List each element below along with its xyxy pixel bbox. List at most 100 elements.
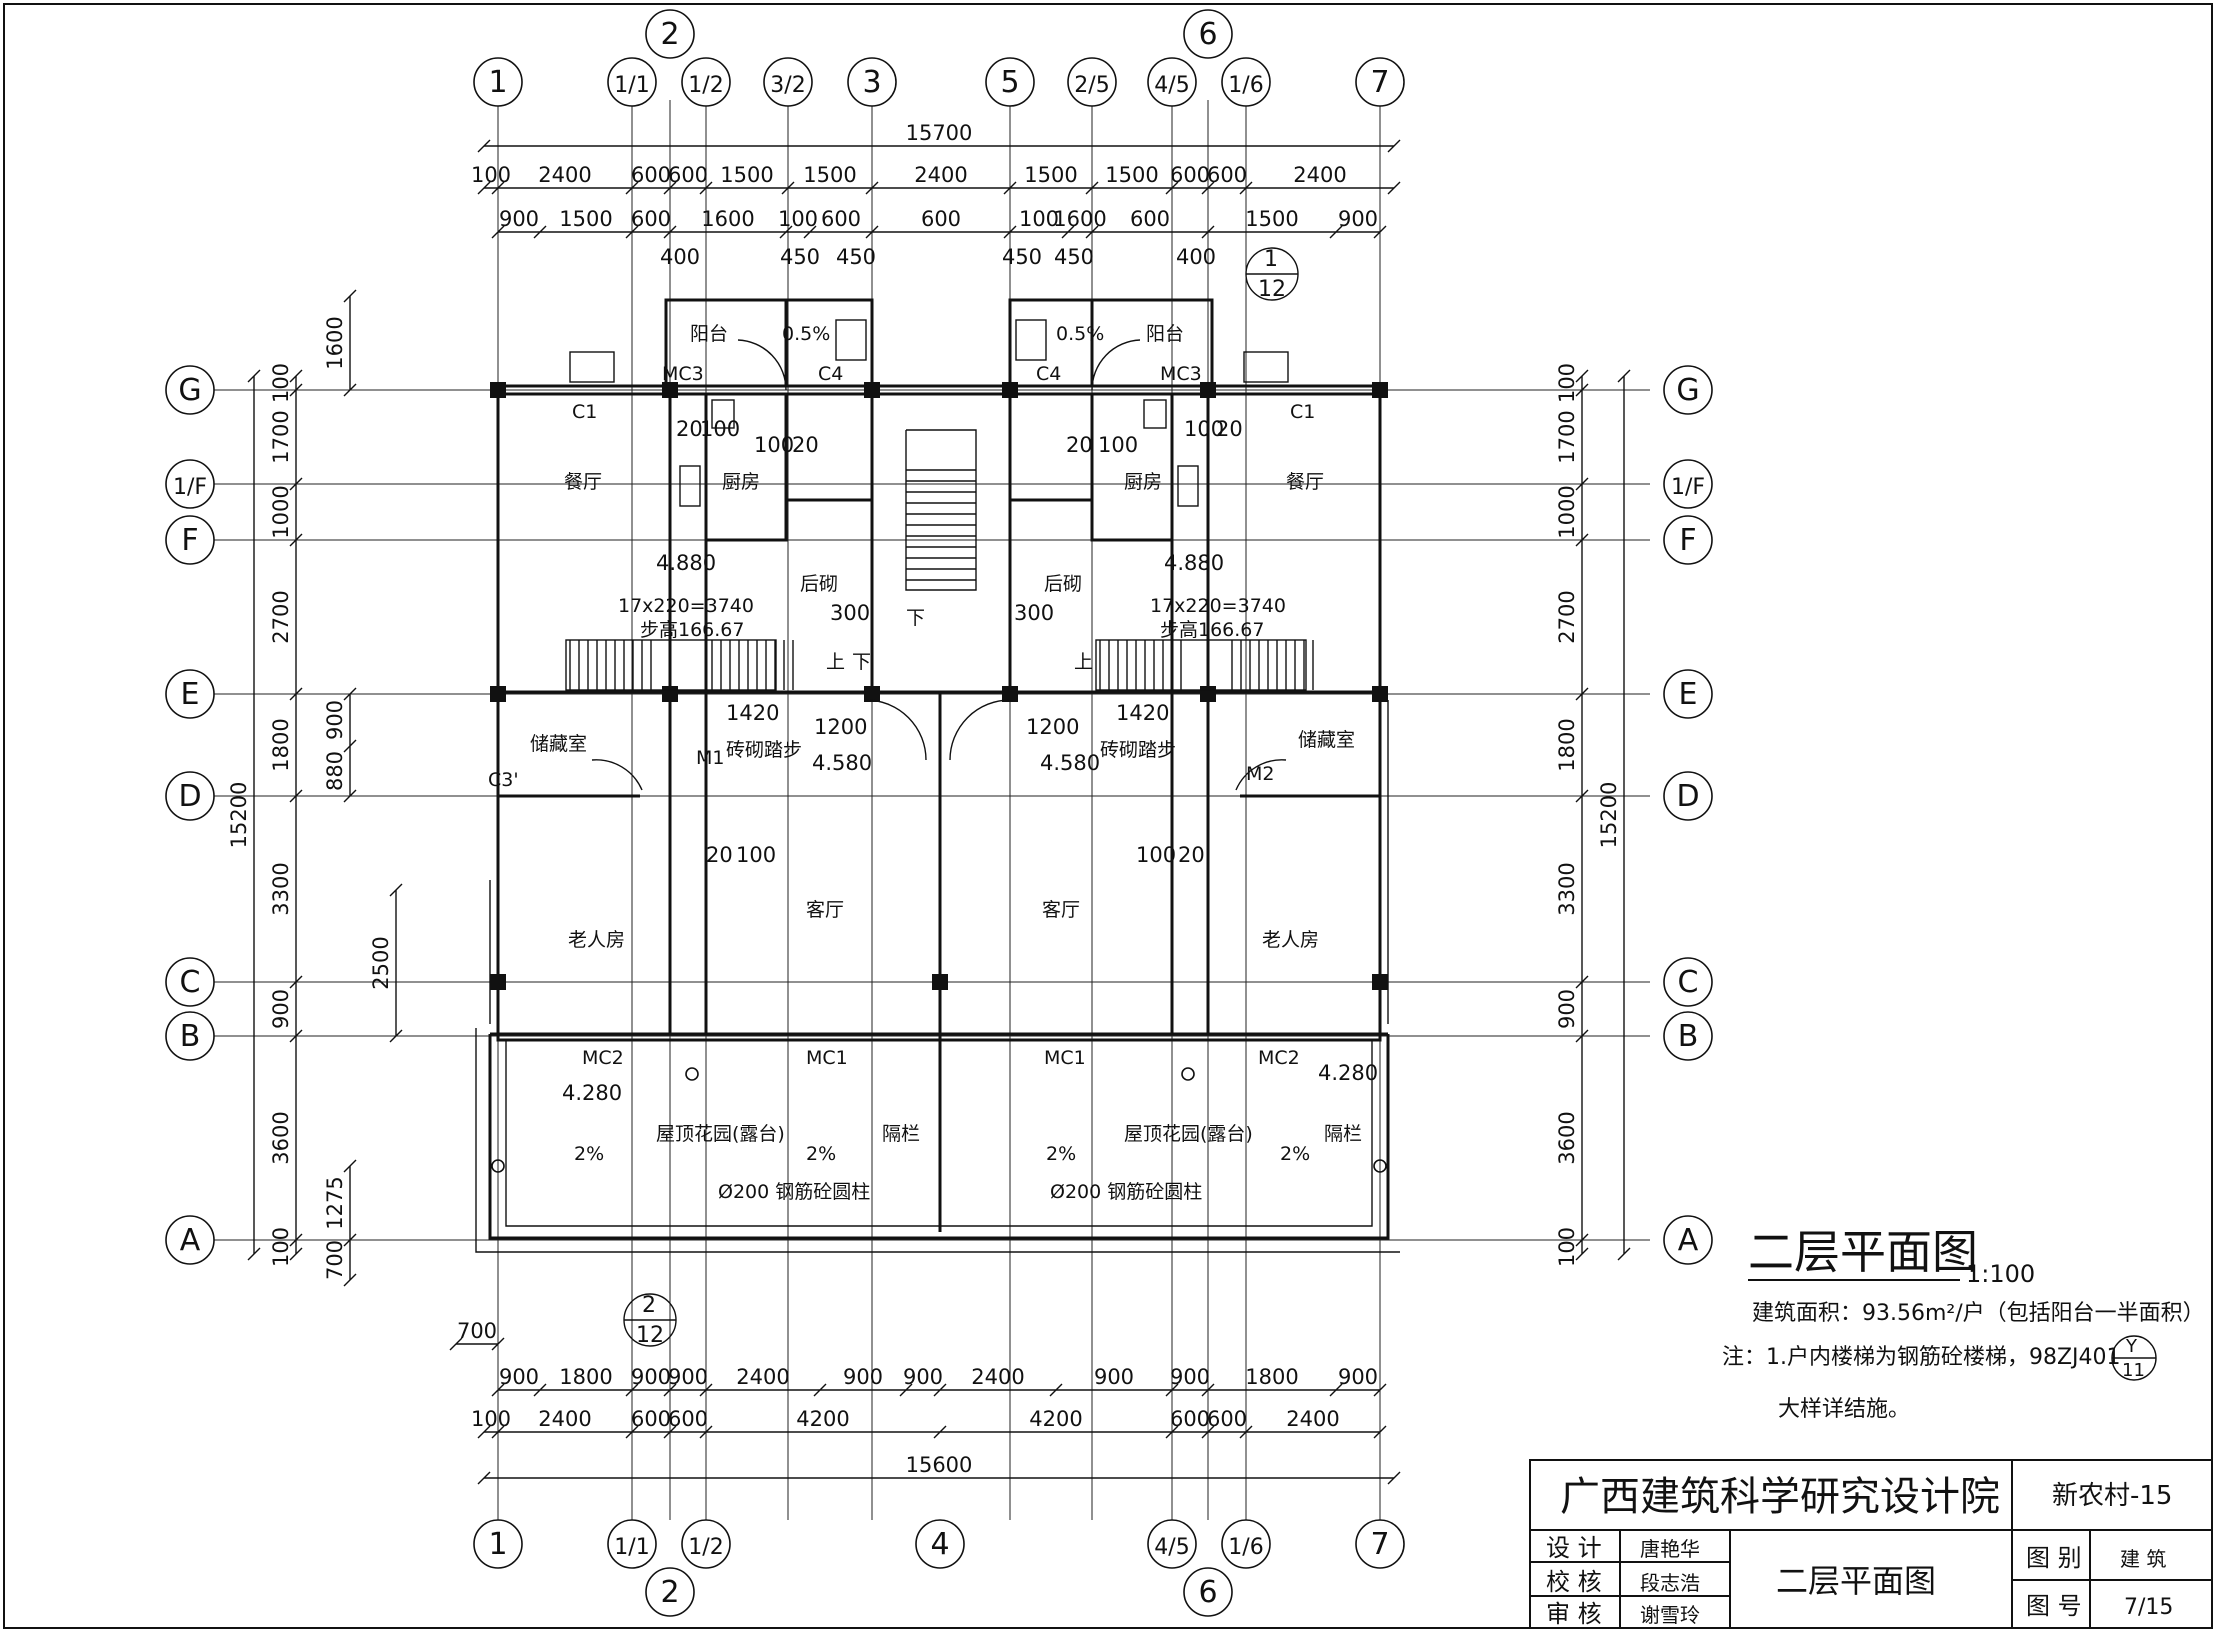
dim-300-right: 300 <box>1014 601 1054 625</box>
walls <box>475 298 1400 1253</box>
elev-4280-left: 4.280 <box>562 1081 622 1105</box>
dim-top-row2-text-7: 100 <box>1019 207 1059 231</box>
dim-top-row1-text-7: 1500 <box>1024 163 1077 187</box>
axis-top-10-circle <box>1221 57 1271 107</box>
room-balcony-right: 阳台 <box>1146 323 1184 345</box>
dim-bottom-row2-tick-5 <box>933 1425 947 1439</box>
down-left: 下 <box>852 651 871 673</box>
dim-bottom-row1-tick-10 <box>1201 1383 1215 1397</box>
dim-bottom-row1-tick-4 <box>699 1383 713 1397</box>
dim-top-row1-text-10: 600 <box>1207 163 1247 187</box>
dim-top-row1-text-6: 2400 <box>914 163 967 187</box>
dim-bottom-row2-text-7: 600 <box>1207 1407 1247 1431</box>
elev-4580-left: 4.580 <box>812 751 872 775</box>
axis-bottom-0-circle <box>473 1519 523 1569</box>
dim-top-row1-tick-5 <box>781 181 795 195</box>
axis-bottom-7-label: 1/6 <box>1228 1535 1263 1560</box>
dim-right-segments-text-7: 3600 <box>1555 1111 1579 1164</box>
dim-top-row1-tick-4 <box>699 181 713 195</box>
axis-top-3-circle <box>681 57 731 107</box>
room-kitchen-left: 厨房 <box>722 471 760 493</box>
axis-top-5-circle <box>847 57 897 107</box>
room-balcony-left: 阳台 <box>690 323 728 345</box>
dim-right-segments-text-0: 100 <box>1555 363 1579 403</box>
category-value: 建 筑 <box>2120 1547 2166 1571</box>
stair-box-right <box>1095 639 1307 691</box>
drawing-title: 二层平面图 <box>1748 1225 1978 1279</box>
axis-row-right-0-circle <box>1663 365 1713 415</box>
note-ref-top: Y <box>2125 1336 2138 1357</box>
structural-columns <box>490 382 1388 1173</box>
label-mc3-right: MC3 <box>1160 363 1202 385</box>
room-dining-right: 餐厅 <box>1286 471 1324 493</box>
axis-row-left-7-circle <box>165 1215 215 1265</box>
dim-top-row2-tick-3 <box>663 225 677 239</box>
drawing-notes: 二层平面图 1:100 建筑面积：93.56m²/户（包括阳台一半面积） 注：1… <box>623 247 2205 1422</box>
dim-top-row1-text-3: 600 <box>668 163 708 187</box>
label-m2-right: M2 <box>1246 763 1274 785</box>
dim-left-extra-d-tick-2 <box>343 1273 357 1287</box>
project-code: 新农村-15 <box>2052 1481 2172 1511</box>
note-1: 注：1.户内楼梯为钢筋砼楼梯，98ZJ401 <box>1722 1345 2121 1370</box>
axis-row-left-1-circle <box>165 459 215 509</box>
dim-bottom-row2-text-3: 600 <box>668 1407 708 1431</box>
institute-name: 广西建筑科学研究设计院 <box>1560 1474 2000 1520</box>
axis-top-3-label: 1/2 <box>688 73 723 98</box>
title-block: 广西建筑科学研究设计院 新农村-15 设 计 唐艳华 校 核 段志浩 审 核 谢… <box>1529 1459 2213 1629</box>
dim-bottom-row1-tick-8 <box>1049 1383 1063 1397</box>
dim-bottom-left-extra-tick-0 <box>449 1337 463 1351</box>
label-m1-left: M1 <box>696 747 724 769</box>
dim-right-segments-tick-5 <box>1575 789 1589 803</box>
dim-left-segments-text-2: 1000 <box>269 485 293 538</box>
design-label: 设 计 <box>1546 1534 1602 1562</box>
dim-right-segments-text-5: 3300 <box>1555 862 1579 915</box>
room-living-right: 客厅 <box>1042 899 1080 921</box>
dim-left-total-tick-1 <box>247 1247 261 1261</box>
axis-row-left-1-label: 1/F <box>173 475 207 500</box>
dim-top-row2-tick-0 <box>491 225 505 239</box>
dim-top-row2-text-3: 1600 <box>701 207 754 231</box>
door-swings <box>591 339 1287 791</box>
design-name: 唐艳华 <box>1640 1537 1700 1561</box>
dim-top-row1-text-11: 2400 <box>1293 163 1346 187</box>
axis-bottom-8-label: 7 <box>1370 1527 1389 1562</box>
down-center: 下 <box>906 607 925 629</box>
round-column-1 <box>1373 1159 1387 1173</box>
dim-left-extra-a-tick-0 <box>343 289 357 303</box>
dim-bottom-row1-text-2: 900 <box>631 1365 671 1389</box>
dim-left-segments-text-0: 100 <box>269 363 293 403</box>
dim-bottom-row2-tick-0 <box>477 1425 491 1439</box>
column-6 <box>490 686 506 702</box>
fixtures <box>569 319 1289 507</box>
category-label: 图 别 <box>2026 1544 2082 1572</box>
dim-right-segments-tick-8 <box>1575 1233 1589 1247</box>
dim-100b-left: 100 <box>754 433 794 457</box>
axis-row-left-0-circle <box>165 365 215 415</box>
axis-row-right-6-circle <box>1663 1011 1713 1061</box>
dim-top-row3-text-2: 450 <box>836 245 876 269</box>
axis-top-9-circle <box>1183 9 1233 59</box>
axis-row-left-4-circle <box>165 771 215 821</box>
slope2-d: 2% <box>1280 1143 1310 1165</box>
sheet-title: 二层平面图 <box>1776 1562 1936 1600</box>
label-c1-right: C1 <box>1290 401 1315 423</box>
review-label: 审 核 <box>1546 1600 1602 1628</box>
stair-note-left: 17x220=3740 <box>618 595 754 617</box>
dim-top-row2-tick-2 <box>625 225 639 239</box>
dim-1420-right: 1420 <box>1116 701 1169 725</box>
axis-bottom-0-label: 1 <box>488 1527 507 1562</box>
dim-top-row1-text-0: 100 <box>471 163 511 187</box>
dim-left-extra-c-text-0: 2500 <box>369 936 393 989</box>
column-8 <box>864 686 880 702</box>
axis-row-right-6-label: B <box>1678 1019 1699 1054</box>
dim-top-row1-text-9: 600 <box>1170 163 1210 187</box>
axis-lines <box>214 100 1650 1520</box>
column-note-right: Ø200 钢筋砼圆柱 <box>1050 1181 1202 1203</box>
dim-bottom-row1-text-11: 900 <box>1338 1365 1378 1389</box>
dim-top-row1-tick-11 <box>1239 181 1253 195</box>
dim-bottom-row2-tick-8 <box>1239 1425 1253 1439</box>
review-name: 谢雪玲 <box>1640 1603 1700 1627</box>
dim-top-row1-text-1: 2400 <box>538 163 591 187</box>
dim-top-row2-tick-10 <box>1201 225 1215 239</box>
